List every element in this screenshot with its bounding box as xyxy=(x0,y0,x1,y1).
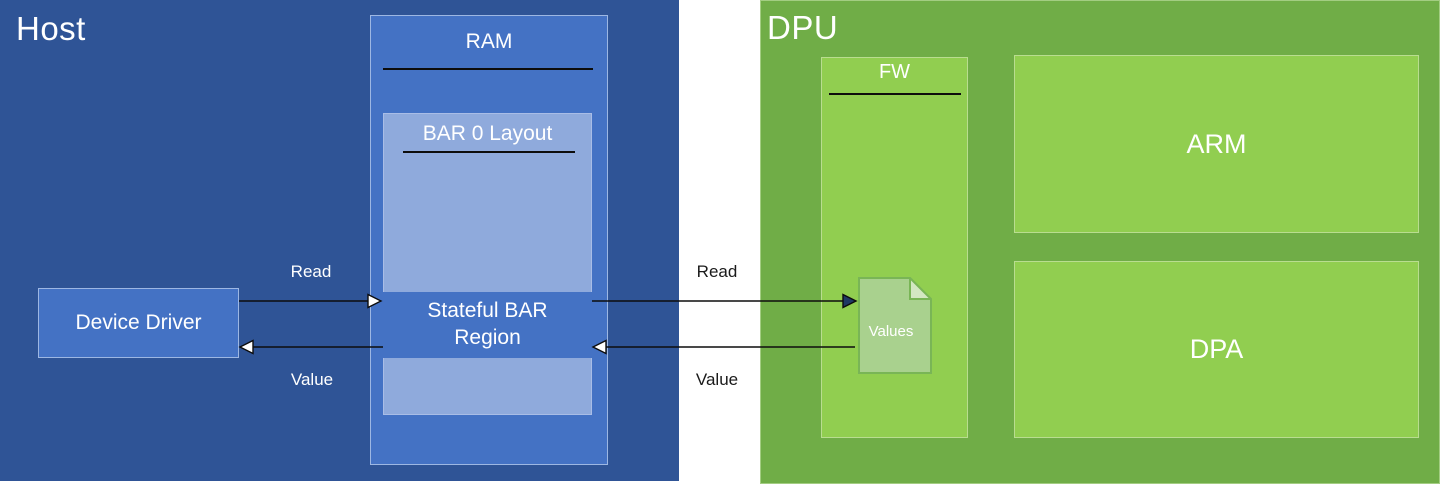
fw-box xyxy=(821,57,968,438)
dpu-panel-title: DPU xyxy=(767,9,839,46)
interconnect-value-label: Value xyxy=(695,370,739,389)
ram-title: RAM xyxy=(465,30,513,53)
stateful-bar-region-box: Stateful BAR Region xyxy=(383,292,592,358)
arm-box: ARM xyxy=(1014,55,1419,233)
dpa-label: DPA xyxy=(1189,334,1244,364)
interconnect-read-label: Read xyxy=(696,262,738,281)
device-driver-box: Device Driver xyxy=(38,288,239,358)
ram-title-underline xyxy=(383,68,593,70)
values-document-icon xyxy=(858,275,934,374)
values-document-label: Values xyxy=(868,323,914,340)
host-value-arrow-label: Value xyxy=(290,370,334,389)
dpu-panel: DPU FW Values ARM DPA xyxy=(760,0,1440,484)
dpa-box: DPA xyxy=(1014,261,1419,438)
device-driver-label: Device Driver xyxy=(75,311,202,334)
fw-title-underline xyxy=(829,93,961,95)
bar0-layout-box xyxy=(383,113,592,415)
fw-title: FW xyxy=(878,61,911,83)
bar0-title-underline xyxy=(403,151,575,153)
stateful-bar-region-label: Stateful BAR Region xyxy=(427,299,548,349)
host-read-arrow-label: Read xyxy=(290,262,332,281)
host-panel-title: Host xyxy=(16,10,86,47)
arm-label: ARM xyxy=(1186,128,1247,159)
bar0-layout-title: BAR 0 Layout xyxy=(422,122,553,145)
host-panel: Host RAM BAR 0 Layout Stateful BAR Regio… xyxy=(0,0,679,481)
